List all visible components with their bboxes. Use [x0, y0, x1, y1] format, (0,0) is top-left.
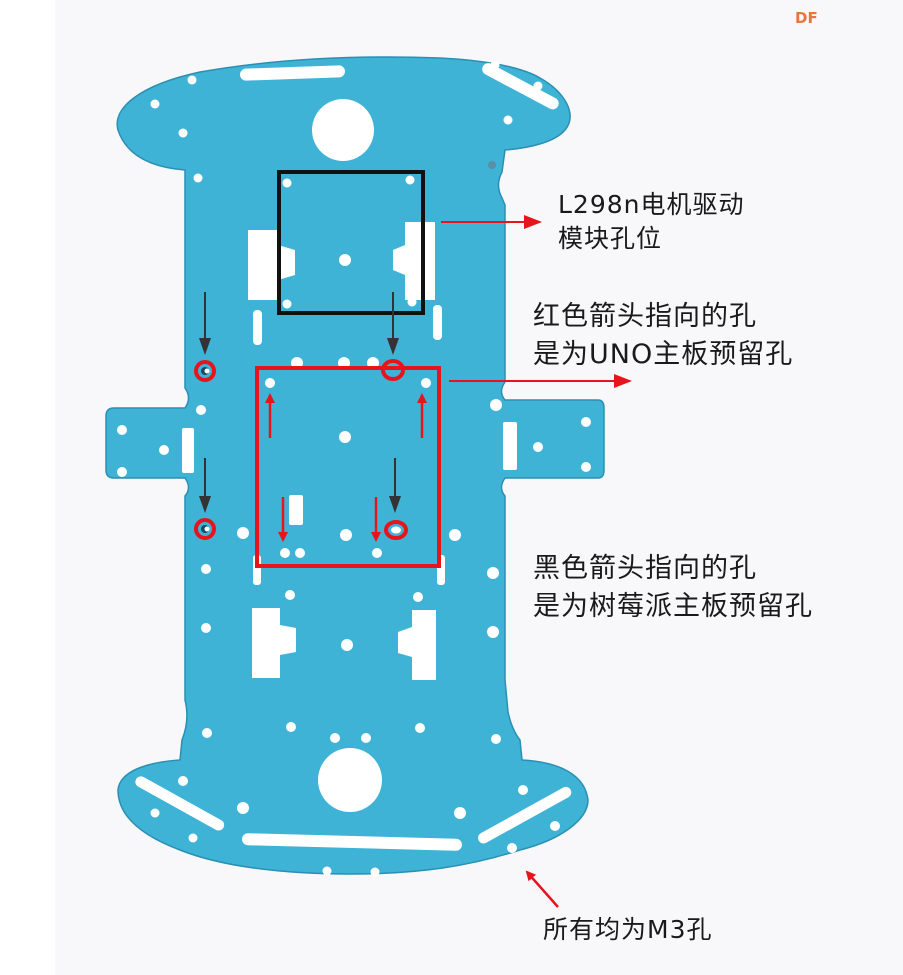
top-slots: [240, 63, 559, 110]
bottom-slots: [135, 776, 572, 851]
uno-hole-arrows: [265, 393, 427, 542]
bottom-large-hole: [318, 748, 382, 812]
l298n-label-line-2: 模块孔位: [558, 224, 663, 253]
raspberry-pi-label: 黑色箭头指向的孔 是为树莓派主板预留孔: [533, 550, 813, 626]
middle-holes: [117, 357, 591, 651]
raspberry-pi-hole-arrows: [199, 292, 401, 513]
l298n-mount-box: [277, 170, 425, 315]
raspberry-pi-label-line-1: 黑色箭头指向的孔: [533, 553, 757, 584]
highlighted-holes: [194, 359, 408, 540]
uno-label: 红色箭头指向的孔 是为UNO主板预留孔: [533, 298, 793, 374]
uno-label-line-2: 是为UNO主板预留孔: [533, 339, 794, 370]
chassis-plate: [105, 56, 605, 875]
m3-pointer-arrow: [525, 870, 559, 908]
top-large-hole: [312, 99, 374, 161]
watermark-logo: DF: [795, 9, 818, 27]
raspberry-pi-label-line-2: 是为树莓派主板预留孔: [533, 591, 813, 622]
lower-cutouts: [252, 608, 436, 680]
m3-label: 所有均为M3孔: [543, 913, 712, 947]
m3-label-line-1: 所有均为M3孔: [543, 915, 713, 944]
background-left: [0, 0, 55, 975]
l298n-label: L298n电机驱动 模块孔位: [558, 188, 745, 256]
middle-slots: [182, 422, 517, 585]
l298n-label-line-1: L298n电机驱动: [558, 190, 745, 219]
uno-label-line-1: 红色箭头指向的孔: [533, 301, 757, 332]
lower-holes: [150, 722, 560, 877]
uno-mount-box: [255, 366, 441, 568]
